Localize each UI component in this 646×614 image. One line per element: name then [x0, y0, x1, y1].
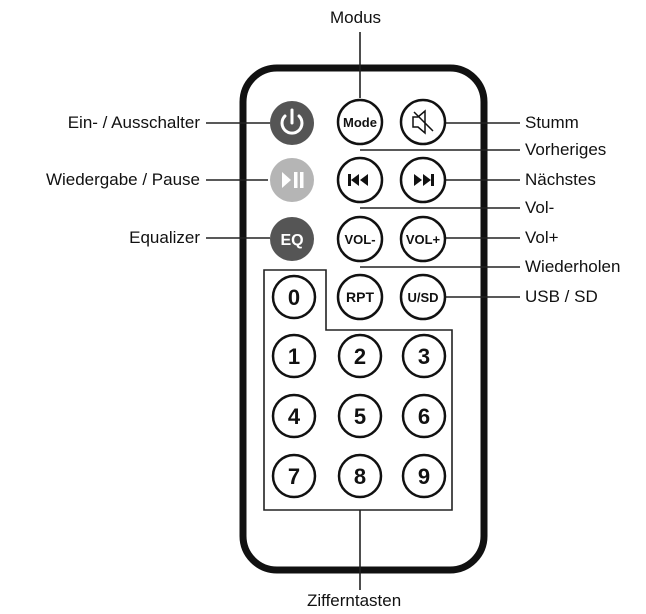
play-pause-icon: [282, 172, 304, 188]
vol-minus-button[interactable]: VOL-: [336, 215, 384, 263]
mute-button[interactable]: [399, 98, 447, 146]
digit-button-4[interactable]: 4: [271, 393, 317, 439]
leader-lines: [206, 32, 520, 590]
digit-button-9[interactable]: 9: [401, 453, 447, 499]
digit-5-label: 5: [354, 404, 366, 429]
digit-8-label: 8: [354, 464, 366, 489]
power-icon: [280, 108, 304, 135]
label-usb-sd: USB / SD: [525, 287, 598, 306]
label-vol-minus: Vol-: [525, 198, 555, 217]
usb-sd-button[interactable]: U/SD: [399, 273, 447, 321]
digit-3-label: 3: [418, 344, 430, 369]
vol-plus-button[interactable]: VOL+: [399, 215, 447, 263]
repeat-button[interactable]: RPT: [336, 273, 384, 321]
digit-7-label: 7: [288, 464, 300, 489]
digit-button-0[interactable]: 0: [271, 274, 317, 320]
digit-button-7[interactable]: 7: [271, 453, 317, 499]
previous-button[interactable]: [336, 156, 384, 204]
vol-plus-button-label: VOL+: [406, 232, 441, 247]
power-button[interactable]: [270, 101, 314, 145]
digit-2-label: 2: [354, 344, 366, 369]
next-button[interactable]: [399, 156, 447, 204]
skip-next-icon: [414, 174, 434, 186]
digit-6-label: 6: [418, 404, 430, 429]
label-mute: Stumm: [525, 113, 579, 132]
playpause-button[interactable]: [270, 158, 314, 202]
eq-button[interactable]: EQ: [270, 217, 314, 261]
label-next: Nächstes: [525, 170, 596, 189]
mode-button[interactable]: Mode: [336, 98, 384, 146]
skip-previous-icon: [348, 174, 368, 186]
digit-button-1[interactable]: 1: [271, 333, 317, 379]
label-vol-plus: Vol+: [525, 228, 559, 247]
mode-button-label: Mode: [343, 115, 377, 130]
digit-4-label: 4: [288, 404, 301, 429]
label-previous: Vorheriges: [525, 140, 607, 159]
label-modus: Modus: [330, 8, 382, 27]
eq-button-label: EQ: [280, 232, 303, 249]
digit-button-5[interactable]: 5: [337, 393, 383, 439]
label-repeat: Wiederholen: [525, 257, 621, 276]
digit-button-3[interactable]: 3: [401, 333, 447, 379]
digit-button-2[interactable]: 2: [337, 333, 383, 379]
label-equalizer: Equalizer: [129, 228, 200, 247]
speaker-mute-icon: [412, 109, 434, 135]
label-playpause: Wiedergabe / Pause: [45, 170, 200, 189]
digit-group-outline: [263, 269, 453, 511]
usb-sd-button-label: U/SD: [407, 290, 438, 305]
repeat-button-label: RPT: [346, 289, 374, 305]
vol-minus-button-label: VOL-: [344, 232, 375, 247]
digit-9-label: 9: [418, 464, 430, 489]
label-digits: Zifferntasten: [307, 591, 402, 610]
digit-0-label: 0: [288, 285, 300, 310]
digit-1-label: 1: [288, 344, 300, 369]
digit-button-6[interactable]: 6: [401, 393, 447, 439]
digit-button-8[interactable]: 8: [337, 453, 383, 499]
label-power: Ein- / Ausschalter: [67, 113, 200, 132]
